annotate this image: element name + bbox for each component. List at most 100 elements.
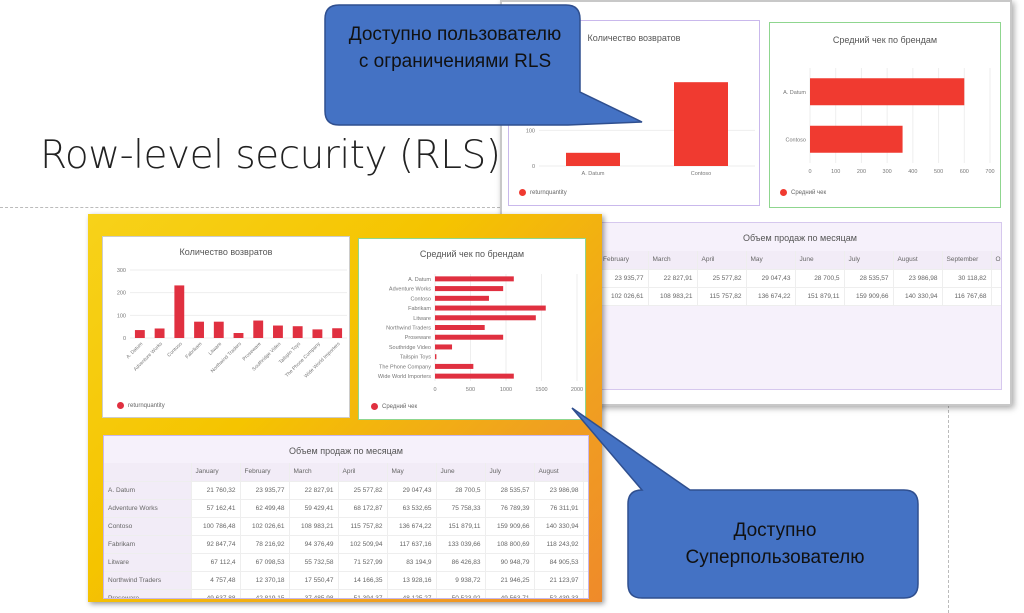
y-tick-label: 100 (117, 313, 126, 319)
table-cell (583, 535, 588, 554)
table-cell: 140 330,94 (893, 287, 943, 306)
column-header[interactable]: April (338, 463, 388, 482)
callout-superuser-text: Доступно Суперпользователю (685, 520, 865, 568)
table-cell: 67 098,53 (240, 553, 290, 572)
chart-title: Средний чек по брендам (419, 249, 525, 259)
table-cell: 76 311,91 (534, 499, 584, 518)
column-header[interactable]: May (387, 463, 437, 482)
column-header[interactable] (104, 463, 192, 482)
x-tick-label: 200 (857, 169, 866, 175)
table-cell: 117 637,16 (387, 535, 437, 554)
y-tick-label: Wide World Importers (378, 374, 431, 380)
table-cell: 13 928,16 (387, 571, 437, 590)
column-header[interactable]: June (795, 251, 845, 270)
row-label: Litware (104, 553, 192, 572)
table-cell: 25 577,82 (697, 269, 747, 288)
column-header[interactable]: February (599, 251, 649, 270)
table-cell: 49 637,88 (191, 589, 241, 598)
x-tick-label: 600 (960, 169, 969, 175)
bar-northwind-traders (435, 325, 485, 330)
table-cell: 28 535,57 (485, 481, 535, 500)
table-cell: 17 550,47 (289, 571, 339, 590)
table-cell: 102 509,94 (338, 535, 388, 554)
bar-adventure-works (154, 328, 165, 338)
bar-the-phone-company (312, 329, 323, 338)
table-cell: 21 760,32 (191, 481, 241, 500)
column-header[interactable]: May (746, 251, 796, 270)
table-cell: 42 819,15 (240, 589, 290, 598)
bar-the-phone-company (435, 363, 474, 369)
table-cell: 22 827,91 (289, 481, 339, 500)
bar-southridge-video (435, 344, 453, 350)
table-cell: 22 827,91 (648, 269, 698, 288)
y-tick-label: A. Datum (408, 277, 431, 283)
chart-title: Средний чек по брендам (832, 35, 938, 45)
bar-a-datum (435, 276, 514, 282)
y-tick-label: 0 (532, 164, 535, 170)
y-tick-label: A. Datum (783, 90, 806, 96)
column-header[interactable]: February (240, 463, 290, 482)
table-cell: 100 786,48 (191, 517, 241, 536)
table-cell (583, 589, 588, 598)
table-cell: 23 986,98 (893, 269, 943, 288)
bar-proseware (253, 320, 264, 338)
y-tick-label: Contoso (786, 137, 807, 143)
column-header[interactable]: July (844, 251, 894, 270)
column-header[interactable]: June (436, 463, 486, 482)
column-header[interactable]: O (991, 251, 1001, 270)
table-cell: 50 523,92 (436, 589, 486, 598)
bar-fabrikam (435, 305, 546, 311)
column-header[interactable]: March (648, 251, 698, 270)
column-header[interactable]: January (191, 463, 241, 482)
table-cell: 115 757,82 (697, 287, 747, 306)
table-cell: 102 026,61 (240, 517, 290, 536)
bar-contoso (810, 125, 903, 153)
x-tick-label: 1500 (535, 387, 547, 393)
table-cell: 63 532,65 (387, 499, 437, 518)
table-cell: 78 216,92 (240, 535, 290, 554)
y-tick-label: 200 (117, 291, 126, 297)
bar-litware (213, 321, 224, 338)
bar-contoso (435, 295, 489, 301)
table-cell: 159 909,66 (844, 287, 894, 306)
bar-a-datum (810, 78, 965, 106)
column-header[interactable]: August (534, 463, 584, 482)
chart-legend: Средний чек (371, 403, 417, 410)
y-tick-label: Litware (413, 316, 431, 322)
bar-litware (435, 315, 536, 321)
bar-northwind-traders (233, 333, 244, 338)
bar-tailspin-toys (292, 326, 303, 338)
table-cell: 4 757,48 (191, 571, 241, 590)
column-header[interactable]: September (942, 251, 992, 270)
column-header[interactable]: Se (583, 463, 588, 482)
table-cell (991, 269, 1001, 288)
table-cell: 92 847,74 (191, 535, 241, 554)
legend-label: Средний чек (791, 189, 827, 196)
column-header[interactable]: July (485, 463, 535, 482)
column-header[interactable]: March (289, 463, 339, 482)
table-cell: 136 674,22 (746, 287, 796, 306)
column-header[interactable]: August (893, 251, 943, 270)
table-cell: 37 485,98 (289, 589, 339, 598)
y-tick-label: The Phone Company (379, 364, 431, 370)
column-header[interactable]: April (697, 251, 747, 270)
table-cell: 49 563,71 (485, 589, 535, 598)
table-cell: 90 948,79 (485, 553, 535, 572)
table-cell: 23 986,98 (534, 481, 584, 500)
bar-wide-world-importers (332, 328, 343, 338)
table-cell: 21 946,25 (485, 571, 535, 590)
row-label: Fabrikam (104, 535, 192, 554)
table-cell: 29 047,43 (387, 481, 437, 500)
